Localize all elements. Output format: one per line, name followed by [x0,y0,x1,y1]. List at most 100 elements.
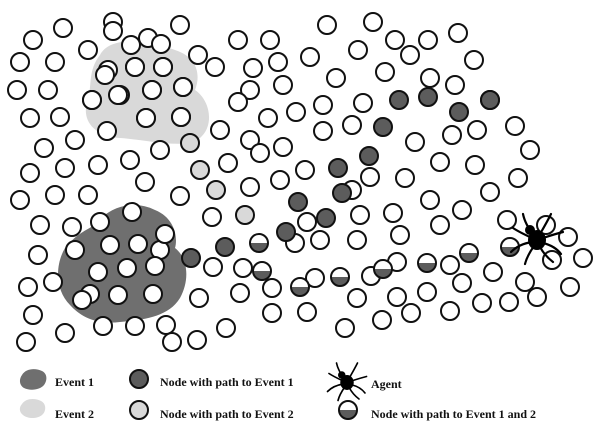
node [430,215,450,235]
node [218,153,238,173]
node [250,143,270,163]
node-in-event-region [117,258,137,278]
node [150,140,170,160]
node [440,301,460,321]
node [442,125,462,145]
legend-event-1-swatch [19,369,47,390]
node [313,121,333,141]
node-in-event-region [142,80,162,100]
node [387,287,407,307]
node-path-to-both-events [252,261,272,281]
node [375,62,395,82]
node-in-event-region [65,240,85,260]
node [205,57,225,77]
node [28,245,48,265]
node [499,292,519,312]
node [202,207,222,227]
node-in-event-region [128,234,148,254]
node-path-to-both-events [330,267,350,287]
node [300,47,320,67]
legend-path-2-node [129,400,149,420]
node-path-to-both-events [417,253,437,273]
node-path-to-event-1 [316,208,336,228]
node [187,330,207,350]
node-path-to-event-2 [235,205,255,225]
node [120,150,140,170]
node [55,323,75,343]
node [20,108,40,128]
node [260,30,280,50]
node [440,255,460,275]
node-path-to-event-1 [328,158,348,178]
node [30,215,50,235]
node-in-event-region [82,90,102,110]
node [326,68,346,88]
node [97,121,117,141]
node [55,158,75,178]
node-path-to-event-1 [332,183,352,203]
node [135,172,155,192]
node-in-event-region [88,262,108,282]
node [10,190,30,210]
node [230,283,250,303]
node [465,155,485,175]
legend-path-1-label: Node with path to Event 1 [160,375,294,389]
node [189,288,209,308]
legend: Event 1 Event 2 Node with path to Event … [19,362,536,421]
node [317,15,337,35]
node [240,80,260,100]
node [420,190,440,210]
node [18,277,38,297]
node [483,262,503,282]
node-in-event-region [100,235,120,255]
node-path-to-event-1 [418,87,438,107]
node [90,212,110,232]
node [262,278,282,298]
node-in-event-region [108,85,128,105]
node [78,40,98,60]
node [170,186,190,206]
node-path-to-event-1 [449,102,469,122]
node-in-event-region [93,316,113,336]
node-path-to-both-events [290,277,310,297]
node [156,315,176,335]
node [10,52,30,72]
node [400,45,420,65]
node-in-event-region [125,316,145,336]
node [233,258,253,278]
legend-event-2-label: Event 2 [55,407,94,421]
node-in-event-region [122,202,142,222]
node [558,227,578,247]
node [103,21,123,41]
node [228,30,248,50]
node-path-to-event-1 [276,222,296,242]
node [313,95,333,115]
node [385,30,405,50]
node [464,50,484,70]
node [16,332,36,352]
legend-agent-spider-icon [326,362,368,402]
node [258,108,278,128]
node [53,18,73,38]
node [297,302,317,322]
node [45,185,65,205]
node [342,115,362,135]
node [573,248,593,268]
node [216,318,236,338]
node-path-to-event-1 [359,146,379,166]
node-in-event-region [145,256,165,276]
node [401,303,421,323]
node [305,268,325,288]
node-in-event-region [171,107,191,127]
node-path-to-event-1 [480,90,500,110]
node [335,318,355,338]
node [405,132,425,152]
node [121,35,141,55]
node-path-to-event-2 [206,180,226,200]
node [497,210,517,230]
node-path-to-event-1 [373,117,393,137]
node [452,273,472,293]
node [560,277,580,297]
node-in-event-region [143,284,163,304]
node-in-event-region [153,57,173,77]
